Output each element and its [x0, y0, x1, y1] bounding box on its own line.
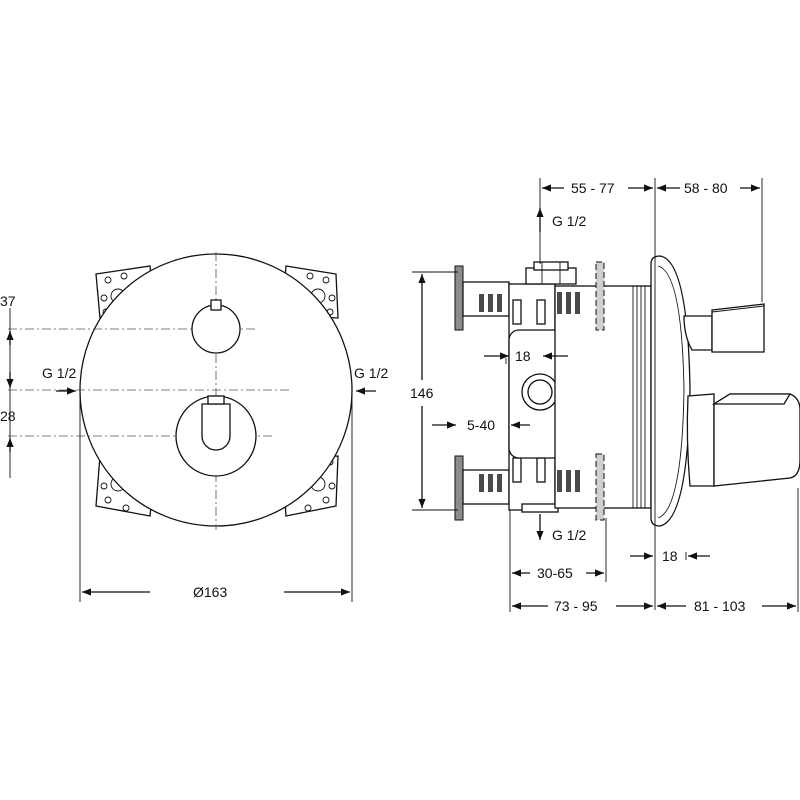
diverter-knob	[191, 299, 241, 354]
thermostat-handle	[686, 393, 800, 487]
dim-top-left-label: 55 - 77	[571, 180, 615, 196]
port-offset-label: 5-40	[467, 417, 495, 433]
wall-plate	[650, 255, 691, 527]
port-width-label: 18	[515, 348, 531, 364]
body-range-label: 30-65	[537, 565, 573, 581]
left-flange-top	[454, 265, 510, 331]
outlet-top-label: G 1/2	[552, 213, 586, 229]
diameter-label: Ø163	[193, 584, 227, 600]
front-view: 37 28 G 1/2 G 1/2 Ø163	[0, 252, 388, 602]
diverter-handle	[683, 303, 765, 353]
left-flange-bottom	[454, 455, 510, 521]
dim-bottom-right-label: 81 - 103	[694, 598, 746, 614]
height-label: 146	[410, 385, 434, 401]
thermostat-knob	[175, 395, 257, 477]
outlet-bottom-label: G 1/2	[552, 527, 586, 543]
dim-bottom-offset-label: 28	[0, 408, 16, 424]
dim-top-right-label: 58 - 80	[684, 180, 728, 196]
inlet-right-label: G 1/2	[354, 365, 388, 381]
plaster-depth-label: 18	[662, 548, 678, 564]
top-connector	[525, 261, 577, 285]
inlet-left-label: G 1/2	[42, 365, 76, 381]
side-view: 55 - 77 58 - 80 G 1/2 G 1/2 146 18 5-40 …	[410, 178, 800, 614]
dim-top-offset-label: 37	[0, 293, 16, 309]
dim-bottom-left-label: 73 - 95	[554, 598, 598, 614]
